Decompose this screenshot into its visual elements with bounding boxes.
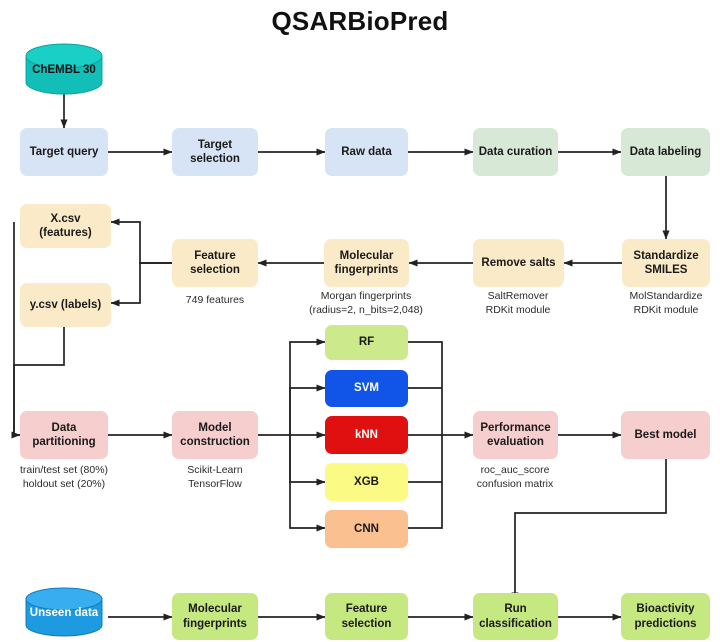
edge-cnn-to-bus (408, 435, 443, 529)
node-data-curation[interactable]: Data curation (473, 128, 558, 176)
node-data-labeling[interactable]: Data labeling (621, 128, 710, 176)
node-raw-data[interactable]: Raw data (325, 128, 408, 176)
node-remove-salts[interactable]: Remove salts (473, 239, 564, 287)
node-algorithm-svm[interactable]: SVM (325, 370, 408, 407)
node-best-model[interactable]: Best model (621, 411, 710, 459)
edge-bus-to-svm (289, 384, 326, 435)
edge-xcsv-down-to-partitioning (13, 222, 20, 436)
edge-rf-to-bus (408, 341, 443, 435)
node-x-csv[interactable]: X.csv(features) (20, 204, 111, 248)
caption-feature-selection: 749 features (185, 294, 245, 306)
node-algorithm-rf[interactable]: RF (325, 325, 408, 360)
node-target-query[interactable]: Target query (20, 128, 108, 176)
node-algorithm-knn[interactable]: kNN (325, 416, 408, 454)
caption-partitioning: train/test set (80%)holdout set (20%) (19, 464, 109, 490)
node-algorithm-xgb[interactable]: XGB (325, 463, 408, 501)
edge-best-model-to-run-classification (511, 459, 667, 602)
unseen-data-database-icon (25, 587, 103, 637)
unseen-data-database-label: Unseen data (29, 607, 99, 619)
node-algorithm-cnn[interactable]: CNN (325, 510, 408, 548)
edge-feature-selection-branch-y (110, 262, 172, 307)
node-y-csv[interactable]: y.csv (labels) (20, 283, 111, 327)
caption-fingerprints: Morgan fingerprints(radius=2, n_bits=2,0… (309, 290, 423, 316)
chembl-database-icon (25, 43, 103, 95)
edge-bus-to-cnn (289, 435, 326, 532)
page-title: QSARBioPred (271, 6, 449, 36)
chembl-database-label: ChEMBL 30 (32, 64, 96, 76)
